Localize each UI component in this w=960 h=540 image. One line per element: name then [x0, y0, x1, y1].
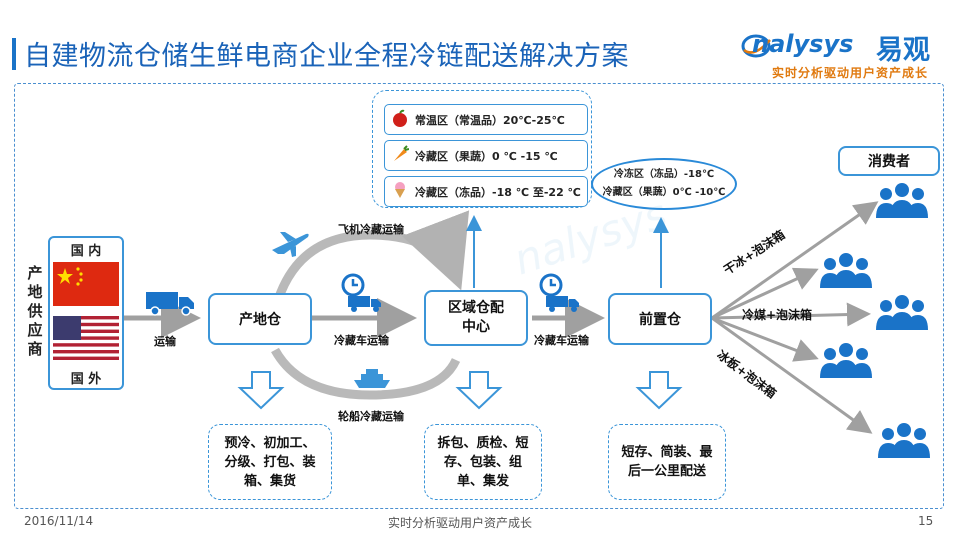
- front-functions: 短存、简装、最后一公里配送: [608, 424, 726, 500]
- cold-truck-label-2: 冷藏车运输: [534, 334, 589, 347]
- consumer-group-icon: [876, 295, 928, 330]
- front-zone-chilled: 冷藏区（果蔬）0℃ -10℃: [602, 187, 726, 198]
- front-zone-frozen: 冷冻区（冻品）-18℃: [613, 169, 715, 180]
- footer-date: 2016/11/14: [24, 514, 94, 528]
- zone-frozen: 冷藏区（冻品）-18 ℃ 至-22 ℃: [384, 176, 588, 207]
- regional-functions: 拆包、质检、短存、包装、组单、集发: [424, 424, 542, 500]
- cold-truck-label-1: 冷藏车运输: [334, 334, 389, 347]
- consumer-group-icon: [876, 183, 928, 218]
- truck-transport-label: 运输: [154, 335, 176, 348]
- carrot-icon: [385, 144, 415, 167]
- front-warehouse-node: 前置仓: [608, 293, 712, 345]
- page-title: 自建物流仓储生鲜电商企业全程冷链配送解决方案: [24, 41, 629, 72]
- logo-swirl-icon: [741, 34, 771, 58]
- footer-tagline: 实时分析驱动用户资产成长: [388, 516, 533, 530]
- zone-produce-text: 冷藏区（果蔬）0 ℃ -15 ℃: [415, 149, 558, 163]
- air-transport-label: 飞机冷藏运输: [338, 223, 404, 236]
- logo-tagline: 实时分析驱动用户资产成长: [772, 66, 929, 80]
- origin-functions: 预冷、初加工、分级、打包、装箱、集货: [208, 424, 332, 500]
- airplane-icon: [272, 232, 309, 257]
- supplier-card: 国 内 国 外: [48, 236, 124, 390]
- zone-ambient-text: 常温区（常温品）20℃-25℃: [415, 113, 565, 127]
- origin-warehouse-node: 产地仓: [208, 293, 312, 345]
- cold-truck-icon: [341, 273, 381, 312]
- apple-icon: [385, 109, 415, 131]
- usa-flag-icon: [53, 316, 119, 360]
- regional-center-line1: 区域仓配: [448, 300, 504, 316]
- regional-center-line2: 中心: [462, 319, 490, 335]
- consumer-group-icon: [820, 253, 872, 288]
- regional-center-node: 区域仓配 中心: [424, 290, 528, 346]
- logo-wordmark: nalysys: [752, 30, 854, 58]
- delivery-coolant: 冷媒+泡沫箱: [742, 308, 813, 322]
- zone-produce: 冷藏区（果蔬）0 ℃ -15 ℃: [384, 140, 588, 171]
- cold-truck-icon: [539, 273, 579, 312]
- foreign-label: 国 外: [70, 371, 102, 387]
- supplier-label: 产地供应商: [27, 264, 43, 358]
- consumer-node: 消费者: [838, 146, 940, 176]
- china-flag-icon: [53, 262, 119, 306]
- logo-chinese: 易观: [876, 35, 930, 66]
- domestic-label: 国 内: [70, 243, 102, 259]
- regional-zones-panel: [372, 90, 592, 208]
- consumer-group-icon: [878, 423, 930, 458]
- ship-icon: [354, 369, 390, 388]
- zone-frozen-text: 冷藏区（冻品）-18 ℃ 至-22 ℃: [415, 185, 581, 199]
- front-zones-ellipse: 冷冻区（冻品）-18℃ 冷藏区（果蔬）0℃ -10℃: [591, 158, 737, 210]
- page-number: 15: [918, 514, 934, 528]
- sea-transport-label: 轮船冷藏运输: [338, 410, 404, 423]
- consumer-group-icon: [820, 343, 872, 378]
- title-accent-bar: [12, 38, 16, 70]
- zone-ambient: 常温区（常温品）20℃-25℃: [384, 104, 588, 135]
- diagram-frame: [14, 83, 944, 509]
- icecream-icon: [385, 181, 415, 203]
- truck-icon: [146, 292, 194, 316]
